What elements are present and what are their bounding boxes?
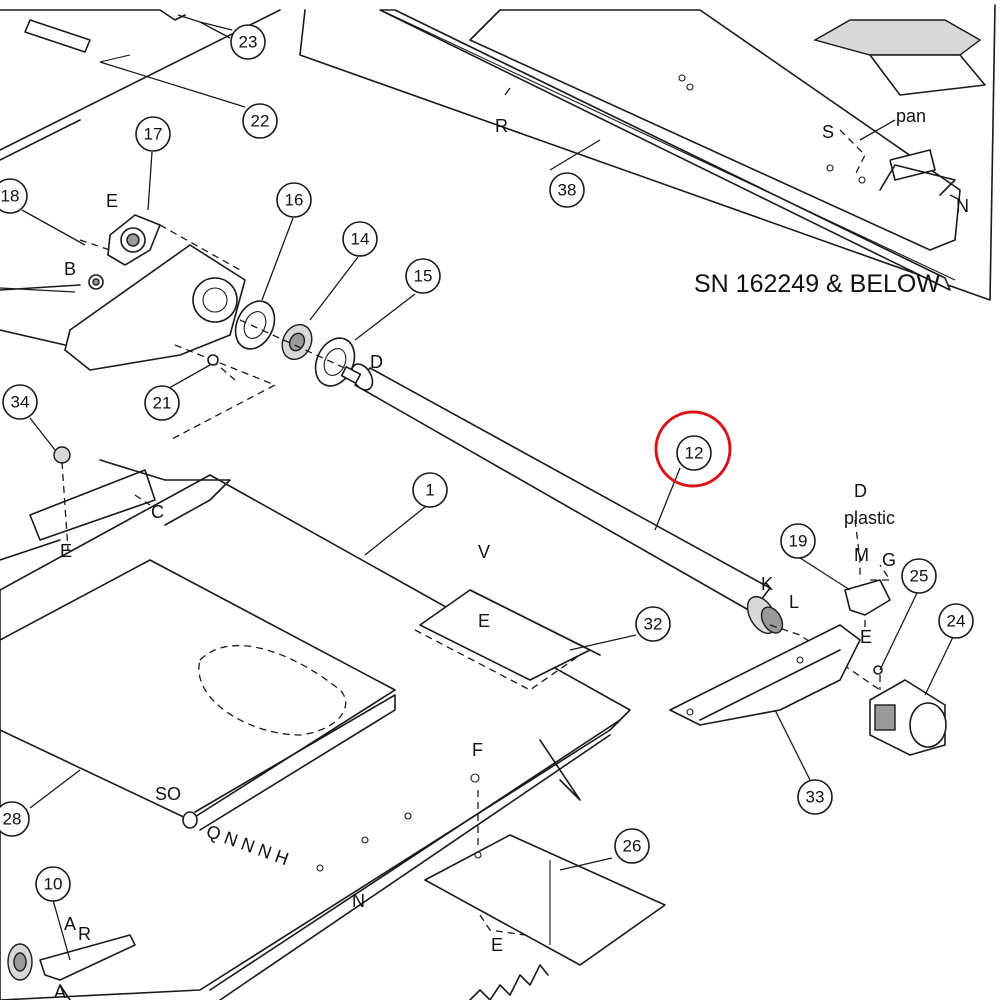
label-plastic: plastic (844, 508, 895, 528)
letter-E-32: E (478, 611, 490, 631)
svg-text:16: 16 (285, 191, 304, 210)
svg-text:33: 33 (806, 788, 825, 807)
leader-lines (0, 21, 954, 961)
latch-10 (7, 934, 136, 1000)
letter-N-inset: N (956, 196, 969, 216)
letter-E-26: E (491, 935, 503, 955)
letter-M: M (854, 545, 869, 565)
inset-box: SN 162249 & BELOW S pan N R (299, 4, 996, 301)
callout-17: 17 (135, 116, 171, 152)
bracket-33 (669, 624, 861, 726)
svg-text:12: 12 (685, 444, 704, 463)
callout-24: 24 (938, 603, 974, 639)
callout-34: 34 (2, 384, 38, 420)
letter-D-plastic: D (854, 481, 867, 501)
svg-text:19: 19 (789, 532, 808, 551)
callout-22: 22 (242, 103, 278, 139)
callout-33: 33 (797, 779, 833, 815)
callout-15: 15 (405, 258, 441, 294)
svg-text:14: 14 (351, 230, 370, 249)
letter-SO: SO (155, 784, 181, 804)
switch-19 (844, 519, 892, 630)
plate-26 (424, 790, 666, 966)
callouts: 23 22 17 18 16 14 15 21 34 1 12 19 25 24… (0, 24, 974, 902)
svg-text:24: 24 (947, 612, 966, 631)
callout-23: 23 (230, 24, 266, 60)
svg-text:25: 25 (910, 567, 929, 586)
letter-E-34: E (60, 541, 72, 561)
callout-19: 19 (780, 523, 816, 559)
svg-text:23: 23 (239, 33, 258, 52)
svg-text:10: 10 (44, 875, 63, 894)
callout-21: 21 (144, 385, 180, 421)
letter-R-inset: R (495, 116, 508, 136)
svg-text:21: 21 (153, 394, 172, 413)
callout-32: 32 (635, 606, 671, 642)
motor-24 (869, 665, 947, 756)
letter-K: K (761, 574, 773, 594)
letter-N-frame: N (352, 891, 365, 911)
highlight-circle (654, 410, 732, 488)
svg-text:32: 32 (644, 615, 663, 634)
svg-text:26: 26 (623, 837, 642, 856)
svg-text:17: 17 (144, 125, 163, 144)
letter-F: F (472, 740, 483, 760)
mount-plate (0, 214, 277, 441)
label-pan: pan (896, 106, 926, 126)
callout-14: 14 (342, 221, 378, 257)
bearing-stack (234, 300, 361, 387)
letter-D-15: D (370, 352, 383, 372)
callout-12: 12 (676, 435, 712, 471)
letter-C: C (151, 502, 164, 522)
callout-18: 18 (0, 178, 28, 214)
callout-25: 25 (901, 558, 937, 594)
letter-G: G (882, 550, 896, 570)
letter-L: L (789, 592, 799, 612)
svg-text:18: 18 (1, 187, 20, 206)
letter-B: B (64, 259, 76, 279)
callout-1: 1 (412, 472, 448, 508)
roller-12 (340, 363, 881, 691)
callout-28: 28 (0, 801, 30, 837)
svg-text:38: 38 (558, 181, 577, 200)
letter-E-19: E (860, 627, 872, 647)
letter-S: S (822, 122, 834, 142)
callout-16: 16 (276, 182, 312, 218)
letter-A-bottom: A (54, 982, 66, 1000)
callout-38: 38 (549, 172, 585, 208)
letter-A-10: A (64, 914, 76, 934)
svg-text:28: 28 (3, 810, 22, 829)
spring (469, 964, 549, 1000)
letter-E-17: E (106, 191, 118, 211)
inset-title: SN 162249 & BELOW (694, 270, 940, 298)
letter-V: V (478, 542, 490, 562)
svg-text:1: 1 (425, 481, 434, 500)
letter-labels: E B D C E V E K L D plastic M G E F SO Q… (54, 191, 896, 1000)
main-frame (0, 446, 631, 1000)
letter-R-10: R (78, 924, 91, 944)
svg-text:34: 34 (11, 393, 30, 412)
callout-26: 26 (614, 828, 650, 864)
svg-text:22: 22 (251, 112, 270, 131)
callout-10: 10 (35, 866, 71, 902)
svg-text:15: 15 (414, 267, 433, 286)
